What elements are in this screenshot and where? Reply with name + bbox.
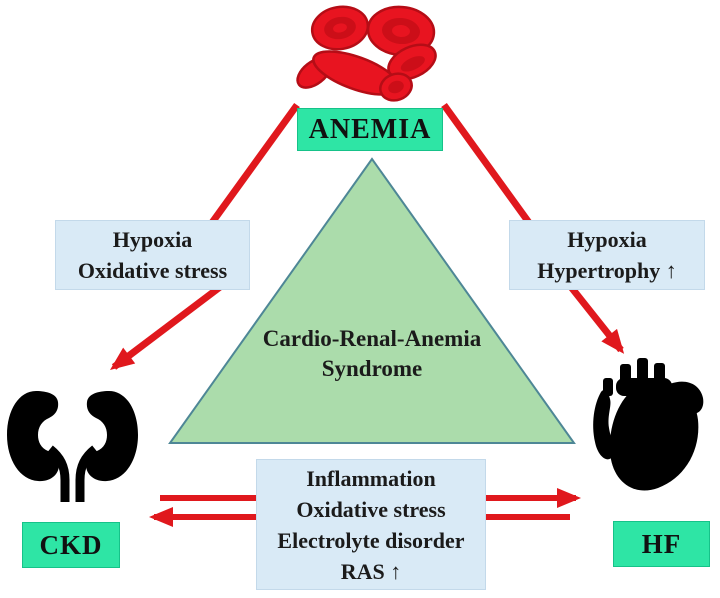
syndrome-triangle bbox=[168, 157, 576, 444]
panel-line: Oxidative stress bbox=[296, 496, 446, 522]
panel-ckd-hf: Inflammation Oxidative stress Electrolyt… bbox=[256, 459, 486, 590]
syndrome-title-line2: Syndrome bbox=[321, 356, 423, 381]
arrow-anemia-to-ckd bbox=[110, 102, 300, 371]
anemia-label: ANEMIA bbox=[308, 113, 432, 145]
panel-line: Hypoxia bbox=[112, 227, 193, 252]
red-blood-cells-icon bbox=[296, 5, 437, 102]
panel-anemia-to-ckd: Hypoxia Oxidative stress bbox=[55, 220, 250, 290]
panel-line: Oxidative stress bbox=[77, 258, 228, 283]
node-anemia: ANEMIA bbox=[297, 108, 443, 151]
arrow-anemia-to-hf bbox=[441, 102, 625, 354]
panel-line: RAS ↑ bbox=[340, 558, 402, 584]
hf-label: HF bbox=[641, 528, 682, 559]
panel-anemia-to-hf: Hypoxia Hypertrophy ↑ bbox=[509, 220, 705, 290]
syndrome-title: Cardio-Renal-Anemia Syndrome bbox=[222, 324, 522, 384]
panel-line: Hypoxia bbox=[567, 227, 647, 252]
panel-line: Electrolyte disorder bbox=[277, 527, 465, 553]
ckd-label: CKD bbox=[39, 529, 103, 560]
node-ckd: CKD bbox=[22, 522, 120, 568]
kidneys-icon bbox=[7, 391, 138, 502]
syndrome-title-line1: Cardio-Renal-Anemia bbox=[262, 326, 482, 351]
panel-line: Inflammation bbox=[306, 465, 436, 491]
node-hf: HF bbox=[613, 521, 710, 567]
heart-icon bbox=[593, 358, 704, 491]
panel-line: Hypertrophy ↑ bbox=[537, 258, 677, 283]
